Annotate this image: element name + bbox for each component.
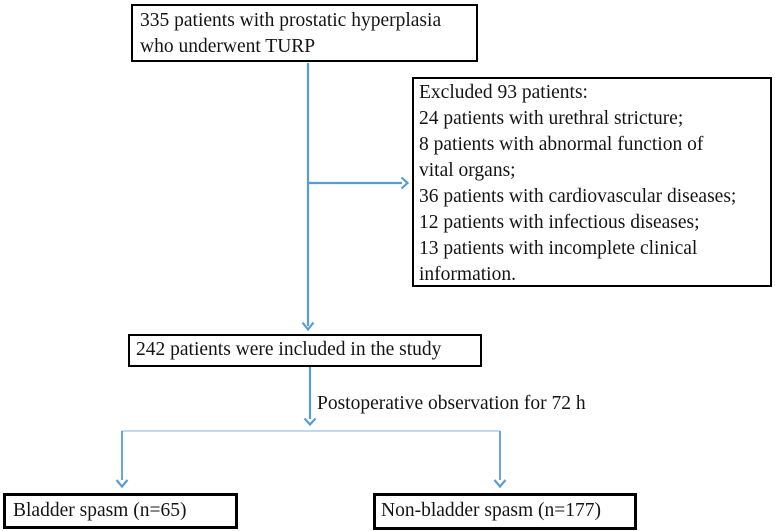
arrowhead-down-icon: [493, 479, 507, 489]
arrowhead-down-icon: [301, 321, 315, 332]
excluded-text-line: 12 patients with infectious diseases;: [419, 212, 700, 233]
excluded-text-line: 24 patients with urethral stricture;: [419, 108, 684, 129]
arrowhead-down-icon: [115, 479, 129, 489]
box-included-patients: 242 patients were included in the study: [128, 334, 482, 367]
non-bladder-spasm-text: Non-bladder spasm (n=177): [381, 500, 602, 521]
box-excluded-patients: Excluded 93 patients: 24 patients with u…: [412, 77, 772, 287]
included-text: 242 patients were included in the study: [136, 339, 442, 360]
excluded-text-line: vital organs;: [419, 160, 516, 181]
enrollment-text-line: 335 patients with prostatic hyperplasia: [140, 10, 442, 31]
excluded-text-line: Excluded 93 patients:: [419, 82, 588, 103]
bladder-spasm-text: Bladder spasm (n=65): [13, 500, 187, 521]
box-bladder-spasm: Bladder spasm (n=65): [3, 493, 238, 529]
excluded-text-line: 36 patients with cardiovascular diseases…: [419, 186, 737, 207]
excluded-text-line: 13 patients with incomplete clinical: [419, 238, 698, 259]
excluded-text-line: 8 patients with abnormal function of: [419, 134, 704, 155]
box-non-bladder-spasm: Non-bladder spasm (n=177): [373, 493, 637, 530]
box-enrollment: 335 patients with prostatic hyperplasia …: [131, 4, 478, 62]
arrowhead-down-icon: [303, 417, 317, 427]
observation-label: Postoperative observation for 72 h: [317, 393, 586, 414]
arrowhead-right-icon: [400, 176, 410, 190]
excluded-text-line: information.: [419, 264, 516, 285]
enrollment-text-line: who underwent TURP: [140, 36, 316, 57]
